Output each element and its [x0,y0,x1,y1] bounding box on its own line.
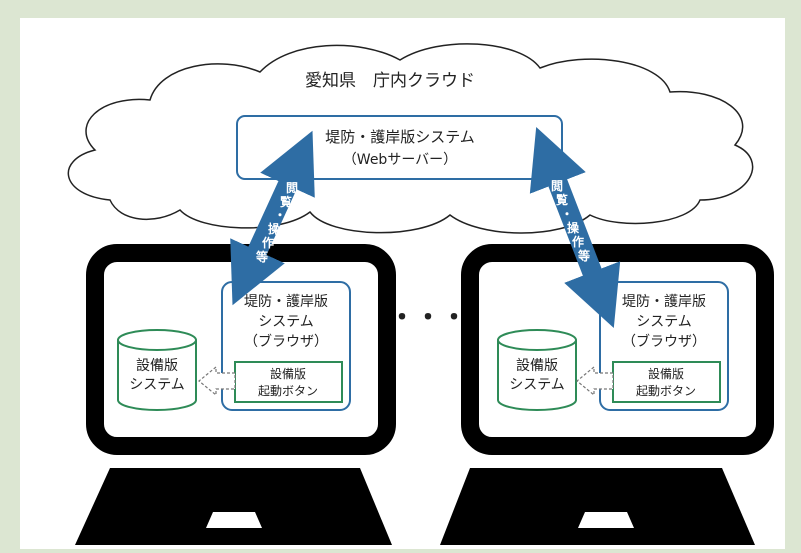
arrow-left-char-6: 等 [255,249,268,264]
database-cylinder-left [117,329,197,411]
ellipsis: ・・・ [389,303,467,333]
arrow-right-char-1: 閲 [551,179,563,193]
launch-button-right [612,361,721,403]
arrow-left-char-2: 覧 [279,194,292,209]
keyboard-base-left [75,468,392,545]
system-line1-left: 設備版 [136,358,178,374]
database-cylinder-right [497,329,577,411]
button-line1-left: 設備版 [270,366,306,381]
access-arrow-right [529,127,621,328]
browser-line2-right: システム [636,314,692,330]
launch-button-left [234,361,343,403]
browser-line3-left: （ブラウザ） [244,333,328,350]
arrow-right-char-4: 操 [567,220,580,235]
server-title: 堤防・護岸版システム [325,128,475,146]
arrow-left-char-4: 操 [268,221,281,236]
arrow-right-char-2: 覧 [555,192,568,207]
browser-line3-right: （ブラウザ） [622,333,706,350]
button-line2-left: 起動ボタン [258,384,318,398]
button-line1-right: 設備版 [648,366,684,381]
cloud-label: 愛知県 庁内クラウド [305,71,475,91]
arrow-right-char-5: 作 [572,234,584,249]
server-subtitle: （Webサーバー） [343,152,457,168]
access-arrow-left [230,130,315,306]
arrow-left-char-3: ・ [274,208,286,222]
arrow-left-char-1: 閲 [286,181,298,195]
touchpad-left [206,512,262,528]
browser-line1-right: 堤防・護岸版 [622,294,706,310]
button-line2-right: 起動ボタン [636,384,696,398]
system-line2-right: システム [509,377,565,393]
system-line1-right: 設備版 [516,358,558,374]
dashed-arrow-right [576,365,614,397]
system-line2-left: システム [129,377,185,393]
arrow-right-char-6: 等 [577,248,590,263]
browser-line1-left: 堤防・護岸版 [244,294,328,310]
arrow-left-char-5: 作 [262,235,274,250]
dashed-arrow-left [198,365,236,397]
browser-line2-left: システム [258,314,314,330]
arrow-right-char-3: ・ [561,207,573,221]
touchpad-right [578,512,634,528]
keyboard-base-right [440,468,755,545]
